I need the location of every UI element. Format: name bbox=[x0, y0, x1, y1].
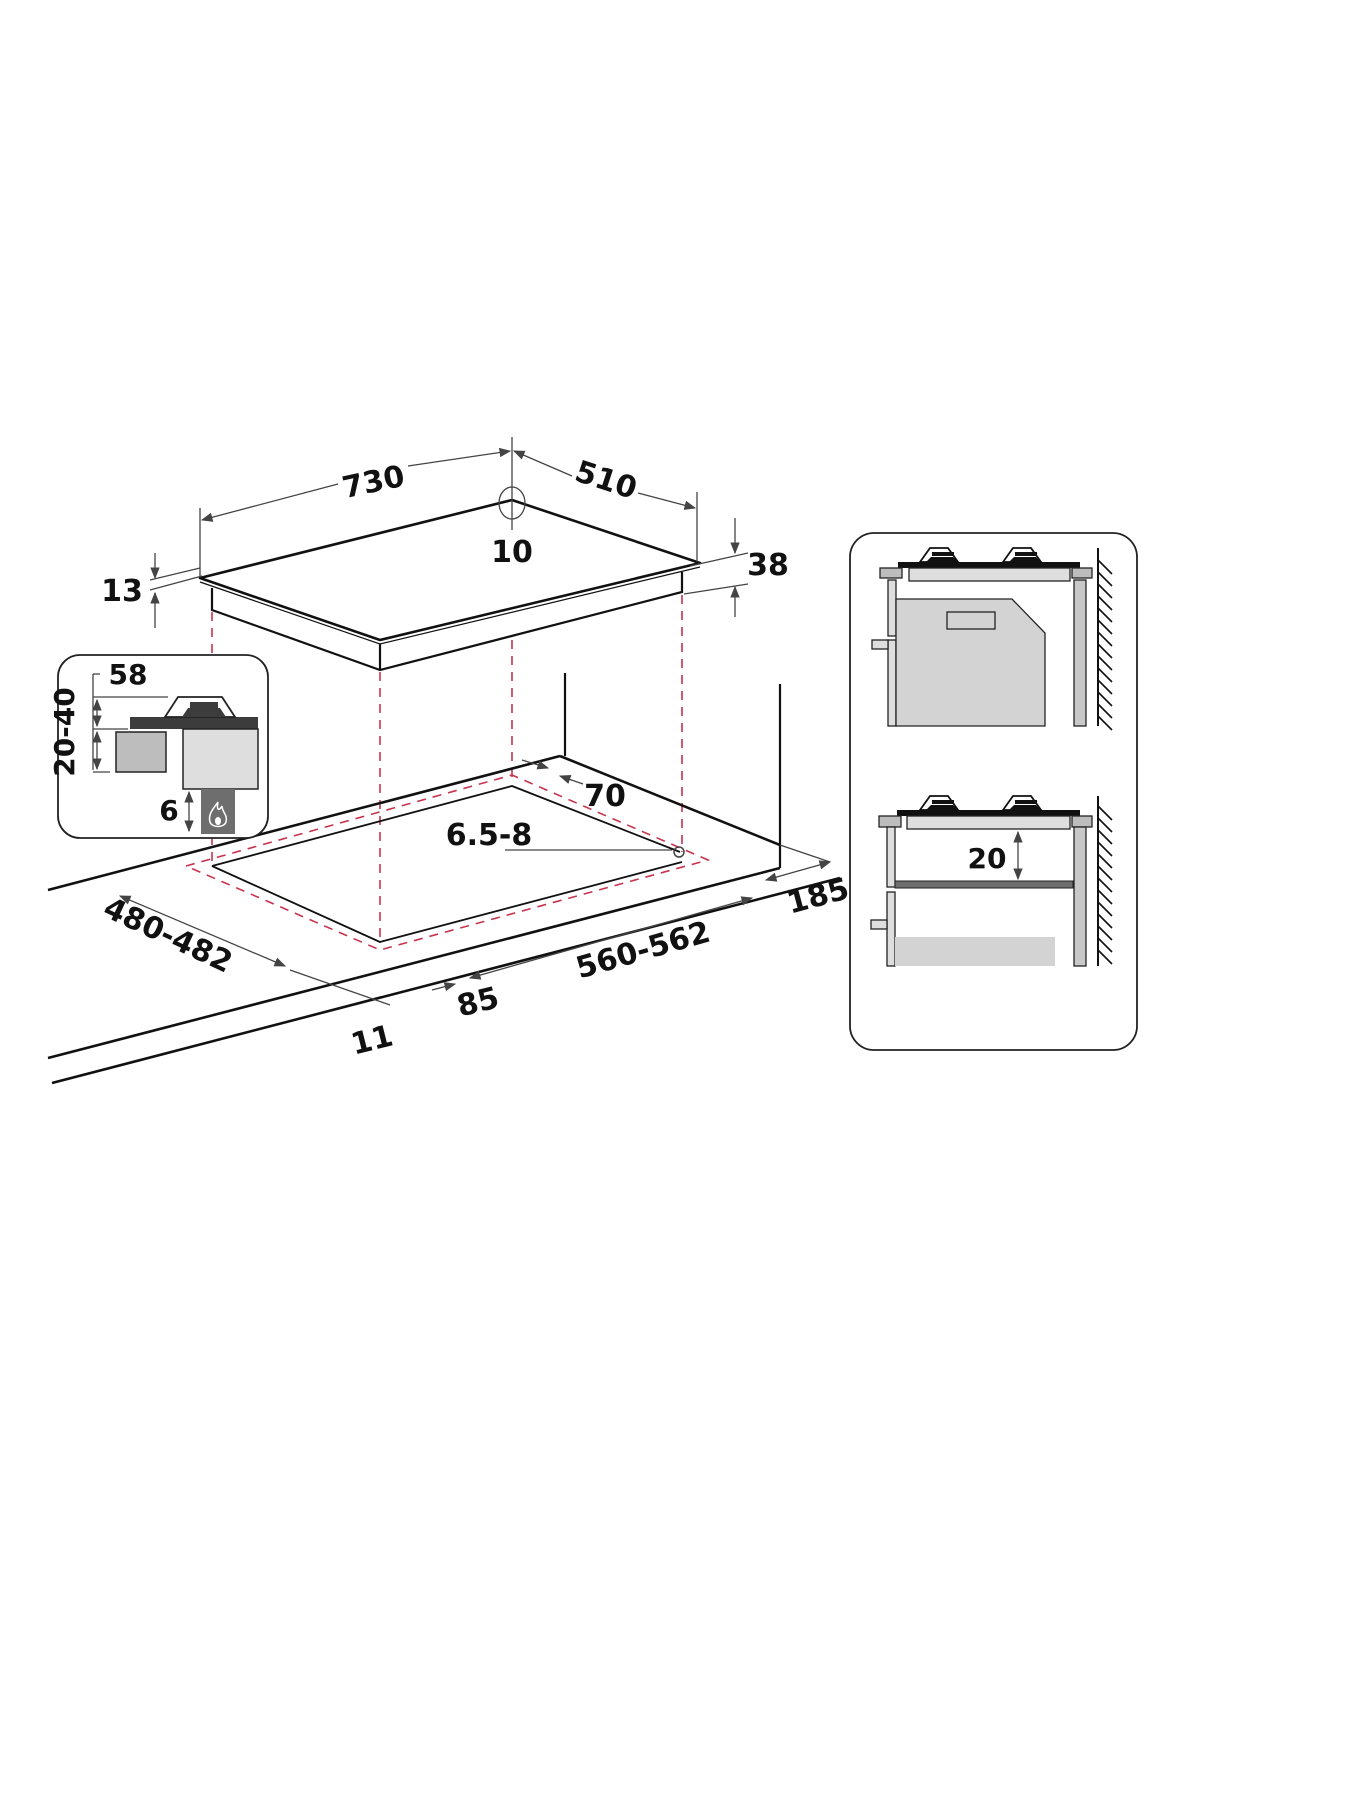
cutout-dimension-lines bbox=[118, 759, 832, 1006]
side-margin-label: 185 bbox=[783, 871, 853, 921]
separator-shelf bbox=[894, 880, 1074, 889]
glass-thickness-label: 13 bbox=[101, 574, 143, 609]
drawer-block bbox=[115, 731, 167, 773]
fixing-hole bbox=[673, 846, 685, 858]
left-inset bbox=[57, 654, 269, 839]
hob-drawing bbox=[198, 498, 702, 672]
corner-radius-label: 10 bbox=[491, 535, 533, 570]
hob-plate bbox=[130, 717, 258, 729]
corner-radius-circle bbox=[498, 486, 526, 520]
top-clearance-label: 58 bbox=[109, 658, 148, 691]
right-inset bbox=[849, 532, 1138, 1051]
oven-below-hob-panel bbox=[871, 547, 1113, 731]
front-margin-label: 85 bbox=[454, 980, 503, 1024]
hob-glass-top bbox=[198, 498, 702, 642]
hob-width-label: 730 bbox=[339, 459, 408, 506]
gas-flame-icon bbox=[208, 801, 228, 828]
shelf-gap-label: 20 bbox=[968, 842, 1007, 875]
fixing-hole-label: 6.5-8 bbox=[446, 818, 532, 853]
cutout-width-label: 560-562 bbox=[572, 915, 714, 987]
separator-shelf-panel bbox=[870, 795, 1113, 967]
gas-gap-label: 6 bbox=[159, 794, 178, 827]
front-edge-label: 11 bbox=[348, 1018, 397, 1062]
body-height-label: 38 bbox=[747, 548, 789, 583]
rear-distance-label: 70 bbox=[584, 779, 626, 814]
drawer-gap-label: 20-40 bbox=[48, 687, 81, 777]
cutout-depth-label: 480-482 bbox=[98, 890, 238, 980]
hob-depth-label: 510 bbox=[571, 454, 641, 507]
hob-dimension-lines bbox=[149, 437, 749, 628]
cabinet-block bbox=[182, 728, 259, 790]
